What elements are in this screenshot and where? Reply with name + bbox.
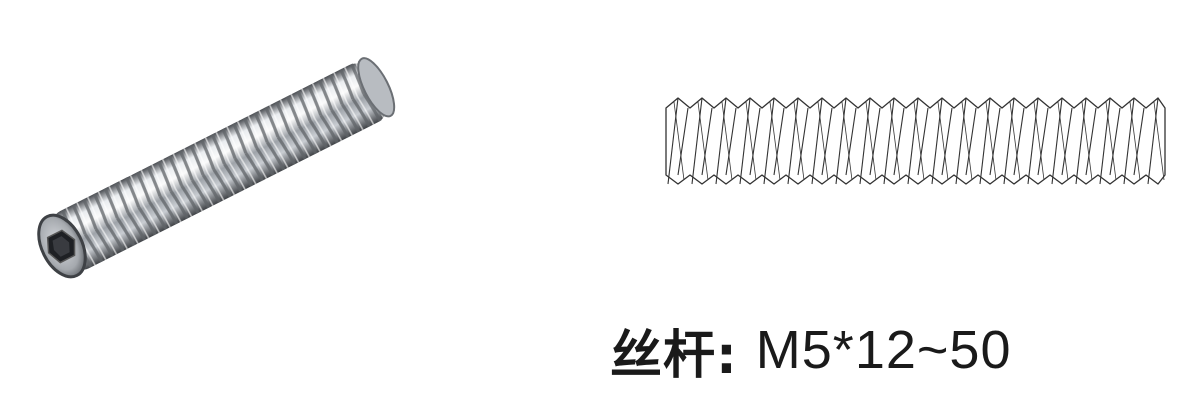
thread-flank-line (913, 101, 925, 181)
thread-flank-line (811, 97, 823, 185)
thread-flank-line (821, 107, 833, 176)
thread-flank-line (677, 107, 689, 176)
thread-flank-line (763, 97, 775, 185)
thread-flank-line (745, 101, 757, 181)
thread-flank-line (961, 101, 973, 181)
thread-flank-line (1129, 101, 1141, 181)
thread-flank-line (989, 107, 1001, 176)
thread-flank-line (1105, 101, 1117, 181)
thread-outline (665, 97, 1166, 185)
thread-flank-line (907, 97, 919, 185)
thread-flank-line (691, 97, 703, 185)
thread-flank-line (725, 107, 737, 176)
thread-flank-line (841, 101, 853, 181)
thread-flank-line (701, 107, 713, 176)
thread-flank-line (797, 107, 809, 176)
thread-flank-line (721, 101, 733, 181)
thread-flank-line (979, 97, 991, 185)
thread-flank-line (787, 97, 799, 185)
thread-flank-line (1027, 97, 1039, 185)
thread-flank-line (1075, 97, 1087, 185)
thread-flank-line (835, 97, 847, 185)
thread-flank-line (1051, 97, 1063, 185)
thread-flank-line (931, 97, 943, 185)
thread-flank-line (715, 97, 727, 185)
spec-caption: 丝杆: M5*12~50 (610, 310, 1012, 390)
thread-flank-line (845, 107, 857, 176)
thread-flank-line (1003, 97, 1015, 185)
thread-flank-line (773, 107, 785, 176)
thread-flank-line (769, 101, 781, 181)
thread-flank-line (667, 97, 679, 185)
thread-flank-line (1033, 101, 1045, 181)
thread-flank-line (1085, 107, 1097, 176)
thread-flank-lines (667, 97, 1165, 185)
thread-flank-line (1057, 101, 1069, 181)
thread-flank-line (1099, 97, 1111, 185)
thread-flank-line (1037, 107, 1049, 176)
thread-flank-line (965, 107, 977, 176)
thread-flank-line (865, 101, 877, 181)
thread-flank-line (917, 107, 929, 176)
thread-flank-line (793, 101, 805, 181)
thread-flank-line (1081, 101, 1093, 181)
thread-flank-line (817, 101, 829, 181)
thread-flank-line (1061, 107, 1073, 176)
spec-label: 丝杆: (610, 325, 738, 386)
thread-flank-line (937, 101, 949, 181)
thread-flank-line (1153, 101, 1165, 181)
thread-flank-line (889, 101, 901, 181)
thread-flank-line (869, 107, 881, 176)
spec-value: M5*12~50 (755, 320, 1012, 380)
thread-flank-line (697, 101, 709, 181)
thread-flank-line (1009, 101, 1021, 181)
thread-flank-line (1109, 107, 1121, 176)
thread-flank-line (893, 107, 905, 176)
thread-flank-line (1133, 107, 1145, 176)
thread-flank-line (739, 97, 751, 185)
thread-flank-line (859, 97, 871, 185)
thread-flank-line (883, 97, 895, 185)
thread-flank-line (673, 101, 685, 181)
thread-flank-line (985, 101, 997, 181)
thread-flank-line (1123, 97, 1135, 185)
thread-flank-line (1013, 107, 1025, 176)
thread-flank-line (955, 97, 967, 185)
thread-flank-line (1147, 97, 1159, 185)
thread-flank-line (749, 107, 761, 176)
thread-flank-line (941, 107, 953, 176)
